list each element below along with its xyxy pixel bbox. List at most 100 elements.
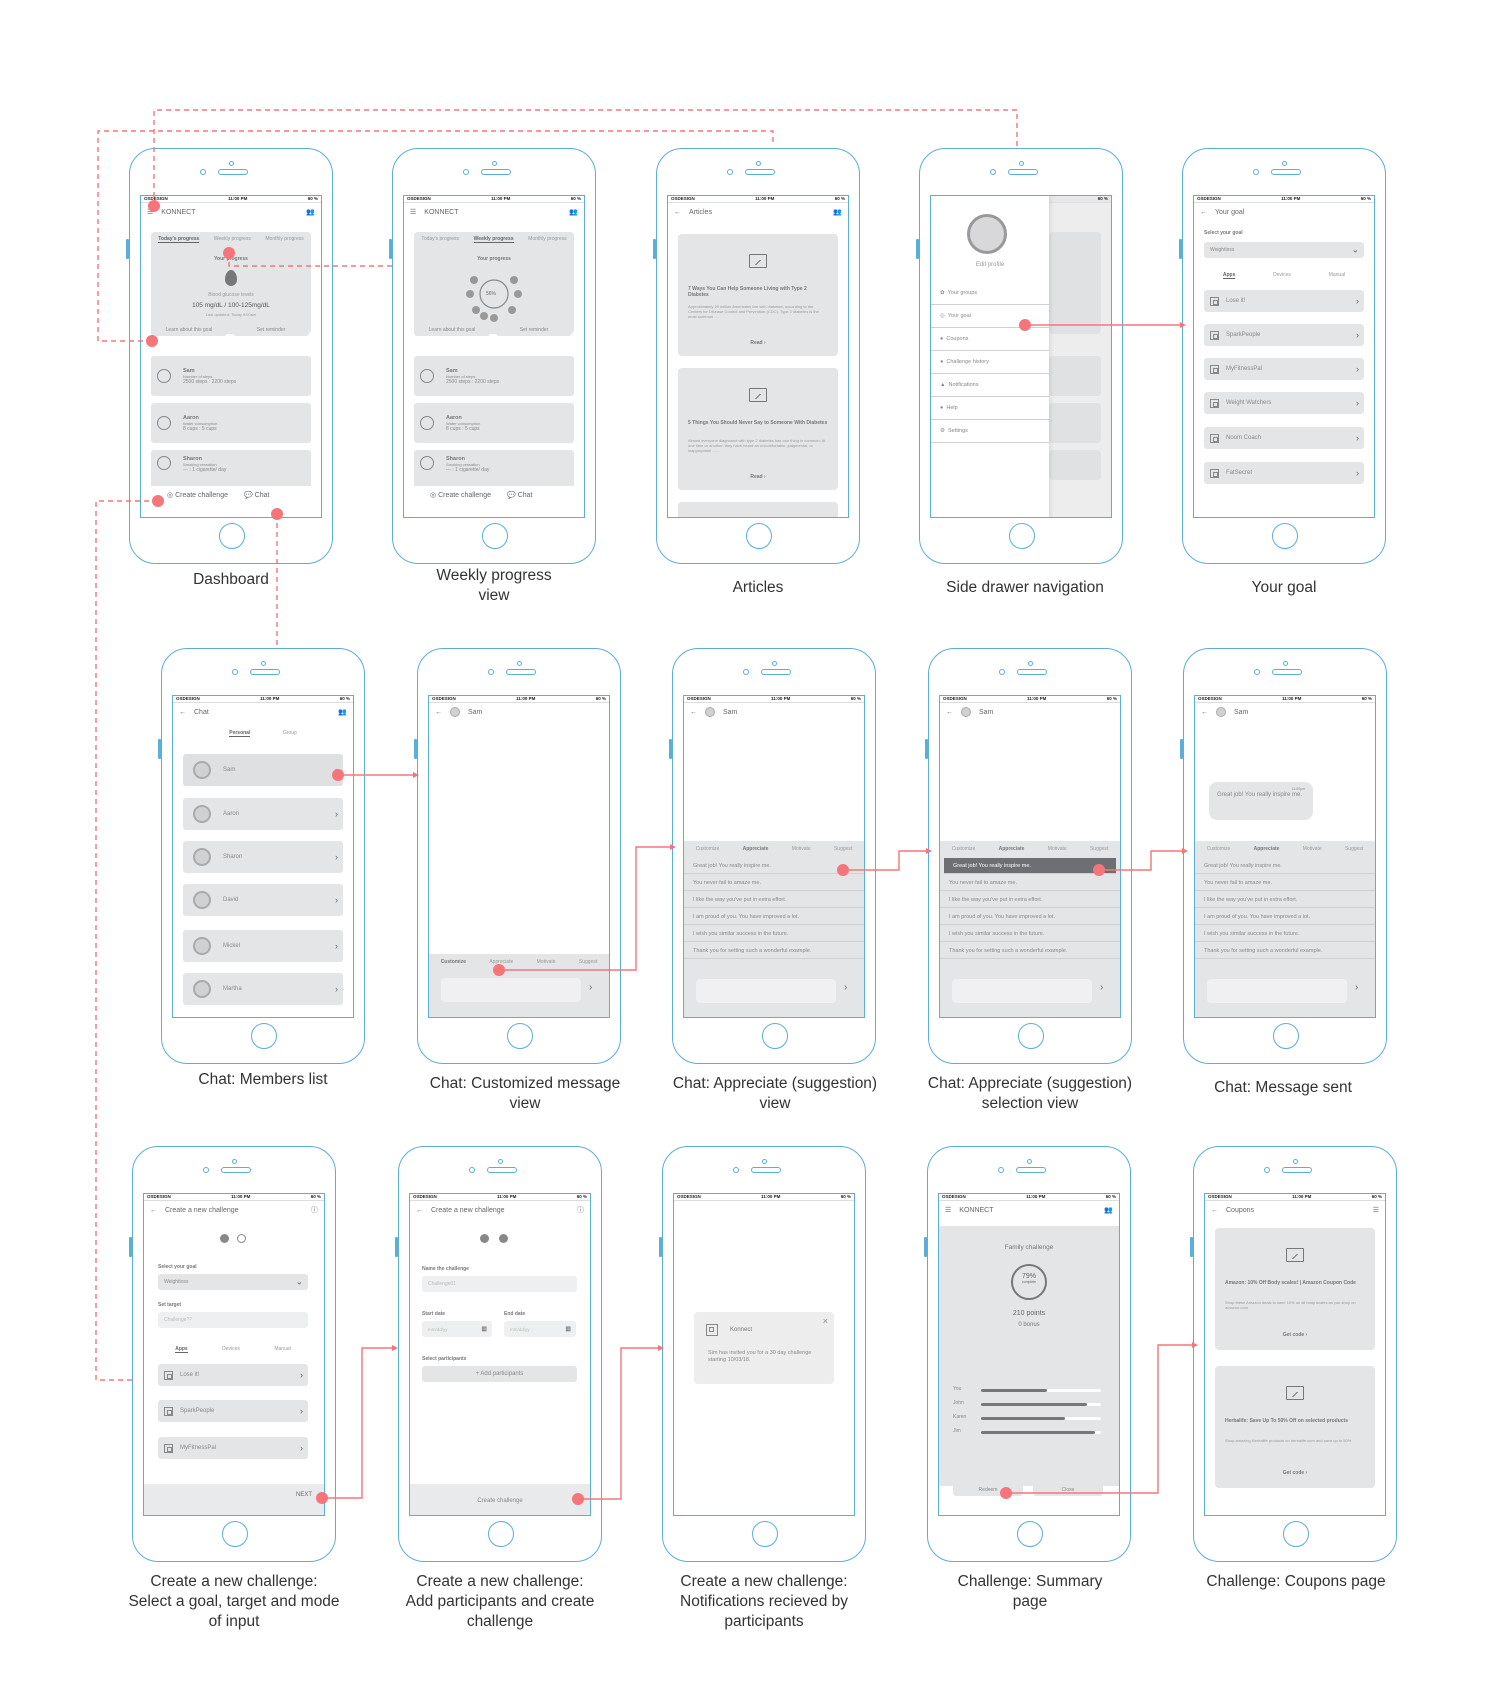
suggestion-item[interactable]: Great job! You really inspire me. (684, 858, 864, 874)
suggestion-item[interactable]: Thank you for setting such a wonderful e… (684, 943, 864, 959)
end-date-input[interactable]: mm/dd/yy▦ (504, 1321, 576, 1337)
tab-apps[interactable]: Apps (1222, 272, 1236, 279)
tab-personal[interactable]: Personal (229, 730, 251, 737)
send-icon[interactable]: › (1100, 982, 1104, 993)
target-input[interactable]: Challenge?? (158, 1312, 308, 1328)
article-card[interactable]: 7 Ways You Can Help Someone Living with … (678, 234, 838, 356)
suggestion-item[interactable]: I wish you similar success in the future… (940, 926, 1120, 942)
filter-icon[interactable]: ☰ (1372, 1207, 1379, 1214)
learn-button[interactable]: Learn about this goal (151, 324, 227, 336)
group-icon[interactable]: 👥 (338, 709, 347, 716)
tab-manual[interactable]: Manual (274, 1346, 291, 1352)
drawer-item[interactable]: ◎ Your goal (931, 305, 1049, 328)
home-button[interactable] (251, 1023, 277, 1049)
app-item[interactable]: MyFitnessPal› (158, 1437, 308, 1459)
group-icon[interactable]: 👥 (306, 209, 315, 216)
app-item[interactable]: SparkPeople› (158, 1400, 308, 1422)
menu-icon[interactable]: ☰ (945, 1207, 952, 1214)
home-button[interactable] (488, 1521, 514, 1547)
coupon-card[interactable]: Amazon: 10% Off Body scales! | Amazon Co… (1215, 1228, 1375, 1350)
message-input[interactable] (952, 979, 1092, 1003)
home-button[interactable] (1273, 1023, 1299, 1049)
app-item[interactable]: Weight Watchers› (1204, 392, 1364, 414)
home-button[interactable] (482, 523, 508, 549)
message-input[interactable] (441, 978, 581, 1002)
learn-button[interactable]: Learn about this goal (414, 324, 490, 336)
goal-select[interactable]: Weightloss⌄ (158, 1274, 308, 1290)
suggestion-item[interactable]: I like the way you've put in extra effor… (684, 892, 864, 908)
home-button[interactable] (752, 1521, 778, 1547)
member-item[interactable]: Martha› (183, 973, 343, 1005)
send-icon[interactable]: › (1355, 982, 1359, 993)
suggestion-item[interactable]: I wish you similar success in the future… (1195, 926, 1375, 942)
suggestion-item[interactable]: I am proud of you. You have improved a l… (940, 909, 1120, 925)
get-code-button[interactable]: Get code › (1282, 1332, 1308, 1338)
member-item[interactable]: Aaron› (183, 798, 343, 830)
back-icon[interactable]: ← (150, 1206, 157, 1214)
app-item[interactable]: Lose it!› (158, 1364, 308, 1386)
suggestion-item-selected[interactable]: Great job! You really inspire me. (944, 858, 1116, 874)
tab-devices[interactable]: Devices (1273, 272, 1291, 278)
app-item[interactable]: Lose it!› (1204, 290, 1364, 312)
drawer-item[interactable]: ✿ Your groups (931, 282, 1049, 305)
drawer-item[interactable]: ▲ Notifications (931, 374, 1049, 397)
reminder-button[interactable]: Set reminder (233, 324, 309, 336)
read-button[interactable]: Read › (750, 340, 766, 346)
back-icon[interactable]: ← (435, 708, 442, 716)
add-participants-button[interactable]: + Add participants (422, 1366, 577, 1382)
message-input[interactable] (696, 979, 836, 1003)
next-button[interactable]: NEXT (295, 1492, 312, 1498)
home-button[interactable] (1017, 1521, 1043, 1547)
back-icon[interactable]: ← (674, 208, 681, 216)
edit-profile-link[interactable]: Edit profile (975, 262, 1005, 268)
member-item[interactable]: Sharon› (183, 841, 343, 873)
create-challenge-button[interactable]: ◎ Create challenge (167, 492, 228, 499)
suggestion-item[interactable]: I like the way you've put in extra effor… (1195, 892, 1375, 908)
member-item[interactable]: Sam› (183, 754, 343, 786)
info-icon[interactable]: ⓘ (311, 1207, 318, 1214)
drawer-item[interactable]: ● Coupons (931, 328, 1049, 351)
chat-button[interactable]: 💬 Chat (507, 492, 533, 499)
chat-button[interactable]: 💬 Chat (244, 492, 270, 499)
coupon-card[interactable]: Herbalife: Save Up To 50% Off on selecte… (1215, 1366, 1375, 1488)
home-button[interactable] (1018, 1023, 1044, 1049)
home-button[interactable] (746, 523, 772, 549)
back-icon[interactable]: ← (1200, 208, 1207, 216)
create-challenge-button[interactable]: Create challenge (410, 1484, 590, 1515)
app-item[interactable]: SparkPeople› (1204, 324, 1364, 346)
get-code-button[interactable]: Get code › (1282, 1470, 1308, 1476)
goal-select[interactable]: Weightloss⌄ (1204, 242, 1364, 258)
suggestion-item[interactable]: Thank you for setting such a wonderful e… (1195, 943, 1375, 959)
back-icon[interactable]: ← (1211, 1206, 1218, 1214)
home-button[interactable] (1272, 523, 1298, 549)
home-button[interactable] (1009, 523, 1035, 549)
home-button[interactable] (507, 1023, 533, 1049)
read-button[interactable]: Read › (750, 474, 766, 480)
info-icon[interactable]: ⓘ (577, 1207, 584, 1214)
suggestion-item[interactable]: You never fail to amaze me. (1195, 875, 1375, 891)
suggestion-item[interactable]: I am proud of you. You have improved a l… (684, 909, 864, 925)
suggestion-item[interactable]: Great job! You really inspire me. (1195, 858, 1375, 874)
notification-card[interactable]: Konnect × Sim has invited you for a 30 d… (694, 1312, 834, 1384)
article-card[interactable]: 5 Things You Should Never Say to Someone… (678, 368, 838, 490)
close-icon[interactable]: × (822, 1316, 828, 1326)
back-icon[interactable]: ← (179, 708, 186, 716)
close-button[interactable]: Close (1033, 1484, 1103, 1496)
suggestion-item[interactable]: I wish you similar success in the future… (684, 926, 864, 942)
suggestion-item[interactable]: You never fail to amaze me. (684, 875, 864, 891)
tab-group[interactable]: Group (282, 730, 297, 736)
home-button[interactable] (219, 523, 245, 549)
group-icon[interactable]: 👥 (569, 209, 578, 216)
home-button[interactable] (762, 1023, 788, 1049)
back-icon[interactable]: ← (946, 708, 953, 716)
send-icon[interactable]: › (844, 982, 848, 993)
suggestion-item[interactable]: Thank you for setting such a wonderful e… (940, 943, 1120, 959)
challenge-name-input[interactable]: Challenge01 (422, 1276, 577, 1292)
